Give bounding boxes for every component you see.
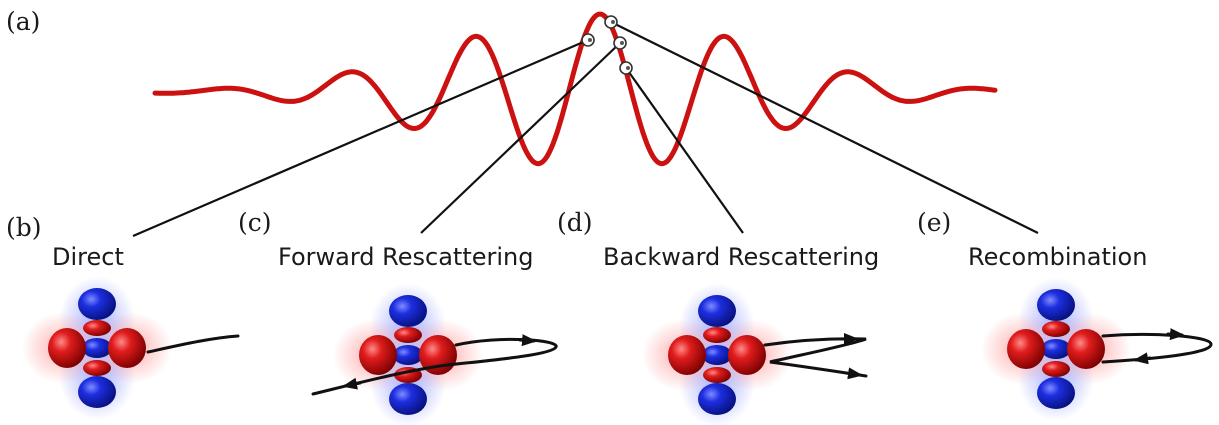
panel-d-trajectory bbox=[763, 337, 868, 378]
connector-backward bbox=[625, 67, 744, 234]
panel-b-title: Direct bbox=[52, 243, 124, 271]
panel-a-letter: (a) bbox=[6, 7, 40, 36]
panel-b-letter: (b) bbox=[6, 213, 42, 242]
panel-c-letter: (c) bbox=[238, 208, 272, 237]
ionization-marker-forward bbox=[613, 36, 627, 50]
connector-forward bbox=[420, 42, 621, 234]
panel-c-title: Forward Rescattering bbox=[278, 243, 533, 271]
ionization-marker-backward bbox=[619, 61, 633, 75]
panel-b-molecular-orbital bbox=[22, 276, 172, 420]
panel-d-title: Backward Rescattering bbox=[603, 243, 879, 271]
ionization-marker-direct bbox=[581, 33, 595, 47]
connector-recombination bbox=[610, 21, 1039, 234]
connector-direct bbox=[132, 38, 589, 238]
panel-d-letter: (d) bbox=[557, 208, 593, 237]
panel-e-title: Recombination bbox=[968, 243, 1147, 271]
laser-pulse-wave bbox=[152, 11, 998, 167]
panel-e-letter: (e) bbox=[917, 208, 951, 237]
panel-b-trajectory bbox=[146, 334, 240, 354]
panel-c-molecular-orbital bbox=[333, 283, 483, 425]
panel-e-molecular-orbital bbox=[981, 277, 1131, 421]
panel-d-molecular-orbital bbox=[642, 283, 792, 425]
ionization-marker-recombination bbox=[604, 15, 618, 29]
